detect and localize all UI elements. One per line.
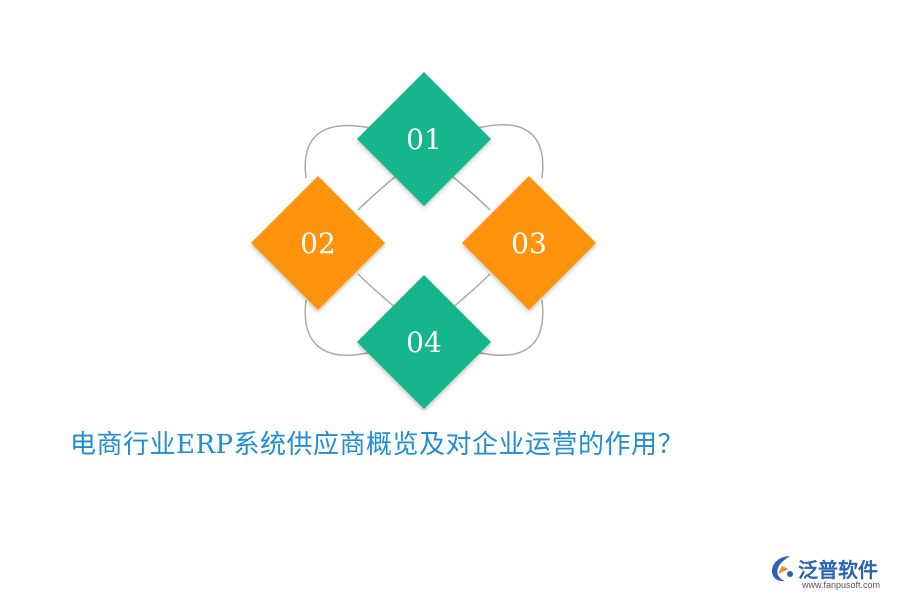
diamond-shape-02 xyxy=(251,176,385,310)
connector-arc-top-left xyxy=(304,124,371,179)
diamond-item-04: 04 xyxy=(357,275,491,409)
diamond-item-03: 03 xyxy=(462,176,596,310)
connector-arc-bottom-left xyxy=(304,299,373,356)
diamond-label-04: 04 xyxy=(406,326,442,359)
connector-inner-bottom-left xyxy=(357,273,397,309)
logo-website-url: www.fanpusoft.com xyxy=(802,580,881,590)
diamond-shape-01 xyxy=(357,72,491,206)
diamond-shape-04 xyxy=(357,275,491,409)
logo-brand-name: 泛普软件 xyxy=(798,558,878,582)
fanpu-logo-icon xyxy=(772,556,793,582)
page-title: 电商行业ERP系统供应商概览及对企业运营的作用？ xyxy=(70,430,685,460)
connector-inner-top-left xyxy=(357,175,397,211)
connector-inner-top-right xyxy=(451,175,491,211)
diamond-shape-03 xyxy=(462,176,596,310)
diamond-label-02: 02 xyxy=(300,227,336,260)
diamond-item-02: 02 xyxy=(251,176,385,310)
connector-arc-top-right xyxy=(477,124,544,179)
four-item-diamond-diagram: 01 02 03 04 xyxy=(251,72,596,409)
brand-logo: 泛普软件 www.fanpusoft.com xyxy=(766,548,894,594)
diamond-label-01: 01 xyxy=(406,123,442,156)
connector-lines xyxy=(304,124,544,356)
diamond-item-01: 01 xyxy=(357,72,491,206)
connector-inner-bottom-right xyxy=(451,273,491,309)
diamond-label-03: 03 xyxy=(511,227,547,260)
connector-arc-bottom-right xyxy=(475,299,544,356)
